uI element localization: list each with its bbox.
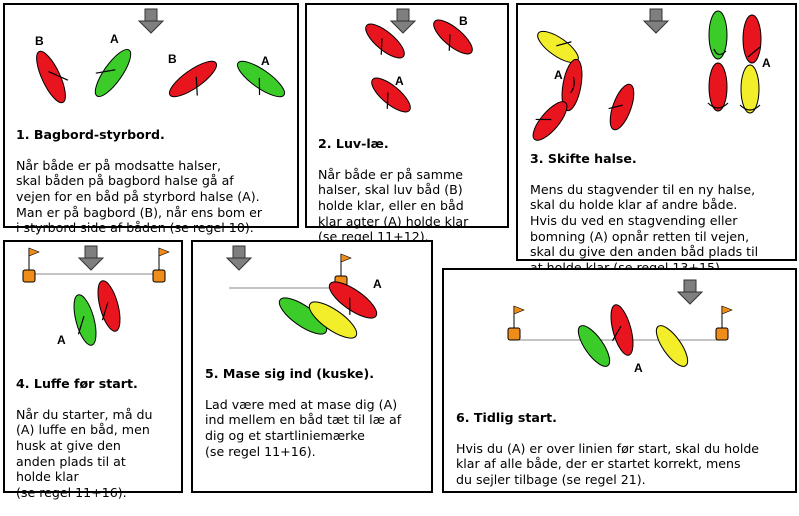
boat-label: A	[762, 56, 771, 70]
panel-title: 4. Luffe før start.	[16, 375, 138, 391]
boat-label: A	[554, 68, 563, 82]
boat-icon	[308, 301, 358, 339]
panel-1-illustration: B A B A	[35, 8, 286, 104]
boat-icon	[655, 325, 689, 367]
boat-icon	[739, 64, 761, 114]
boat-label: B	[168, 52, 177, 66]
panel-barging: A 5. Mase sig ind (kuske). Lad være med …	[191, 240, 433, 493]
panel-5-illustration: A	[225, 245, 382, 339]
panel-luff-before-start: A 4. Luffe før start. Når du starter, må…	[3, 240, 183, 500]
boat-label: A	[634, 361, 643, 375]
wind-arrow-icon	[225, 245, 253, 271]
panel-text: 6. Tidlig start. Hvis du (A) er over lin…	[456, 394, 791, 503]
panel-body: Mens du stagvender til en ny halse, skal…	[530, 181, 759, 275]
boat-icon	[742, 14, 762, 64]
panel-windward-leeward: B A 2. Luv-læ. Når både er på samme hals…	[305, 3, 509, 244]
boat-icon	[236, 60, 286, 98]
panel-body: Når du starter, må du (A) luffe en båd, …	[16, 406, 153, 500]
boat-icon	[94, 48, 132, 98]
panel-early-start: A 6. Tidlig start. Hvis du (A) er over l…	[442, 268, 797, 493]
panel-text: 3. Skifte halse. Mens du stagvender til …	[530, 135, 795, 291]
panel-title: 3. Skifte halse.	[530, 150, 637, 166]
panel-changing-tack: A A 3. Skifte halse. Mens du stagvender …	[516, 3, 797, 275]
flag-icon	[158, 247, 170, 257]
flag-icon	[340, 253, 352, 263]
panel-title: 1. Bagbord-styrbord.	[16, 126, 165, 142]
panel-port-starboard: B A B A 1. Bagbord-styrbord. Når både er…	[3, 3, 299, 235]
boat-icon	[532, 101, 568, 141]
start-mark-icon	[715, 305, 733, 341]
boat-icon	[707, 62, 729, 112]
flag-icon	[513, 305, 525, 315]
panel-body: Lad være med at mase dig (A) ind mellem …	[205, 396, 402, 459]
boat-icon	[561, 58, 583, 112]
panel-4-illustration: A	[22, 245, 170, 347]
boat-icon	[365, 23, 405, 59]
flag-icon	[721, 305, 733, 315]
boat-icon	[168, 60, 218, 98]
boat-icon	[608, 83, 635, 131]
boat-label: B	[459, 14, 468, 28]
boat-icon	[36, 50, 69, 104]
boat-icon	[708, 10, 728, 60]
boat-label: B	[35, 34, 44, 48]
panel-2-illustration: B A	[365, 8, 473, 113]
boat-label: A	[373, 277, 382, 291]
boat-label: A	[57, 333, 66, 347]
flag-icon	[28, 247, 40, 257]
panel-body: Når både er på modsatte halser, skal båd…	[16, 157, 263, 236]
start-mark-icon	[507, 305, 525, 341]
start-mark-icon	[152, 247, 170, 283]
boat-icon	[577, 325, 611, 367]
panel-3-illustration: A A	[532, 8, 771, 141]
panel-6-illustration: A	[507, 279, 733, 375]
boat-label: A	[261, 54, 270, 68]
wind-arrow-icon	[77, 245, 105, 271]
boat-icon	[328, 281, 378, 319]
boat-label: A	[110, 32, 119, 46]
panel-text: 5. Mase sig ind (kuske). Lad være med at…	[205, 350, 430, 475]
boat-label: A	[395, 74, 404, 88]
boat-icon	[433, 19, 473, 55]
panel-text: 4. Luffe før start. Når du starter, må d…	[16, 360, 181, 516]
boat-icon	[610, 304, 634, 356]
boat-icon	[73, 294, 97, 346]
panel-body: Når både er på samme halser, skal luv bå…	[318, 166, 469, 245]
panel-title: 2. Luv-læ.	[318, 135, 389, 151]
panel-title: 6. Tidlig start.	[456, 409, 557, 425]
panel-text: 1. Bagbord-styrbord. Når både er på mods…	[16, 111, 296, 251]
boat-icon	[371, 77, 411, 113]
wind-arrow-icon	[642, 8, 670, 34]
panel-title: 5. Mase sig ind (kuske).	[205, 365, 374, 381]
wind-arrow-icon	[137, 8, 165, 34]
wind-arrow-icon	[389, 8, 417, 34]
panel-body: Hvis du (A) er over linien før start, sk…	[456, 440, 760, 487]
boat-icon	[97, 280, 121, 332]
start-mark-icon	[22, 247, 40, 283]
wind-arrow-icon	[676, 279, 704, 305]
boat-icon	[278, 297, 328, 335]
